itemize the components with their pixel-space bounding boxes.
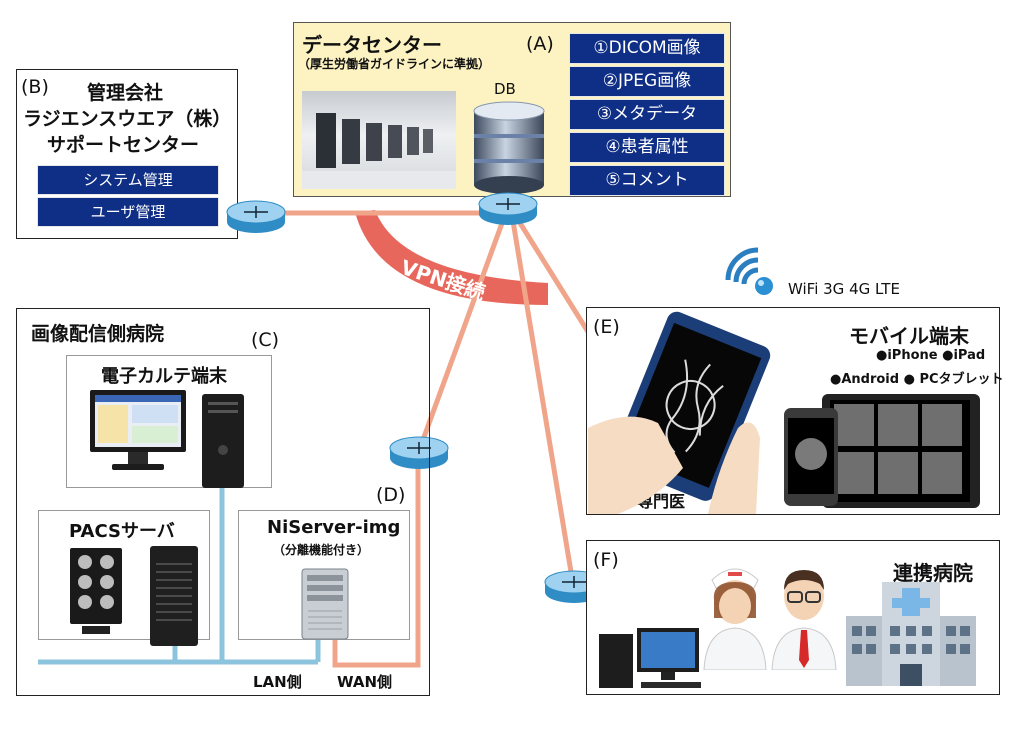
doctor-icon: [768, 556, 840, 674]
datacenter-item-jpeg: ②JPEG画像: [569, 66, 725, 97]
router-icon-hospital: [389, 436, 449, 474]
datacenter-item-comment: ⑤コメント: [569, 165, 725, 196]
mobile-devices-2: ●Android ● PCタブレット: [830, 372, 1004, 387]
datacenter-label: (A): [526, 33, 554, 55]
support-title-3: サポートセンター: [47, 134, 200, 156]
support-label: (B): [21, 76, 49, 98]
lan-side-label: LAN側: [253, 673, 302, 691]
mobile-title: モバイル端末: [849, 324, 969, 348]
database-icon: [472, 101, 546, 195]
emr-title: 電子カルテ端末: [101, 366, 227, 387]
server-room-image: [302, 91, 456, 189]
hospital-label: (C): [251, 329, 280, 351]
wan-line-mobile: [512, 213, 593, 337]
wan-line-router-c: [417, 214, 508, 449]
mobile-devices-1: ●iPhone ●iPad: [876, 348, 986, 363]
wan-side-label: WAN側: [337, 673, 393, 691]
support-item-system: システム管理: [37, 165, 219, 195]
emr-tower-icon: [200, 392, 246, 494]
vpn-arc: [355, 210, 548, 305]
hospital-title: 画像配信側病院: [31, 323, 165, 345]
partner-title: 連携病院: [893, 561, 973, 585]
datacenter-item-dicom: ①DICOM画像: [569, 33, 725, 64]
mobile-devices-image: [782, 394, 982, 514]
datacenter-item-metadata: ③メタデータ: [569, 99, 725, 130]
pacs-title: PACSサーバ: [69, 521, 175, 542]
pacs-server-box: PACSサーバ: [38, 510, 210, 640]
hospital-box: 画像配信側病院 (C) LAN側 WAN側: [16, 308, 430, 696]
datacenter-subtitle: （厚生労働省ガイドラインに準拠）: [298, 57, 491, 71]
datacenter-title: データセンター: [302, 33, 442, 57]
emr-terminal-box: 電子カルテ端末: [66, 355, 272, 488]
support-item-user: ユーザ管理: [37, 197, 219, 227]
router-icon-datacenter: [478, 192, 538, 230]
router-icon-support: [226, 200, 286, 238]
hospital-building-icon: [846, 582, 976, 690]
support-title-2: ラジエンスウエア（株）: [23, 108, 232, 130]
emr-monitor-icon: [88, 388, 188, 478]
niserver-subtitle: （分離機能付き）: [273, 543, 370, 557]
partner-label: (F): [593, 549, 619, 571]
datacenter-item-patient: ④患者属性: [569, 132, 725, 163]
datacenter-box: データセンター （厚生労働省ガイドラインに準拠） (A) DB ①DICOM画像…: [293, 22, 731, 197]
desktop-pc-icon: [597, 628, 707, 694]
wan-line-niserver: [332, 460, 421, 668]
mobile-label: (E): [593, 316, 620, 338]
pacs-tower-icon: [148, 544, 200, 652]
niserver-title: NiServer-img: [267, 517, 401, 538]
pacs-monitor-icon: [68, 546, 124, 642]
niserver-tower-icon: [300, 567, 350, 645]
support-center-box: (B) 管理会社 ラジエンスウエア（株） サポートセンター システム管理 ユーザ…: [16, 69, 238, 239]
niserver-label: (D): [376, 484, 406, 506]
wifi-label: WiFi 3G 4G LTE: [788, 280, 900, 298]
wan-line-partner: [509, 214, 575, 579]
support-title-1: 管理会社: [87, 82, 164, 104]
tablet-in-hand-image: [588, 308, 778, 518]
nurse-icon: [700, 558, 770, 674]
db-label: DB: [494, 80, 516, 98]
wifi-icon: [718, 238, 778, 304]
